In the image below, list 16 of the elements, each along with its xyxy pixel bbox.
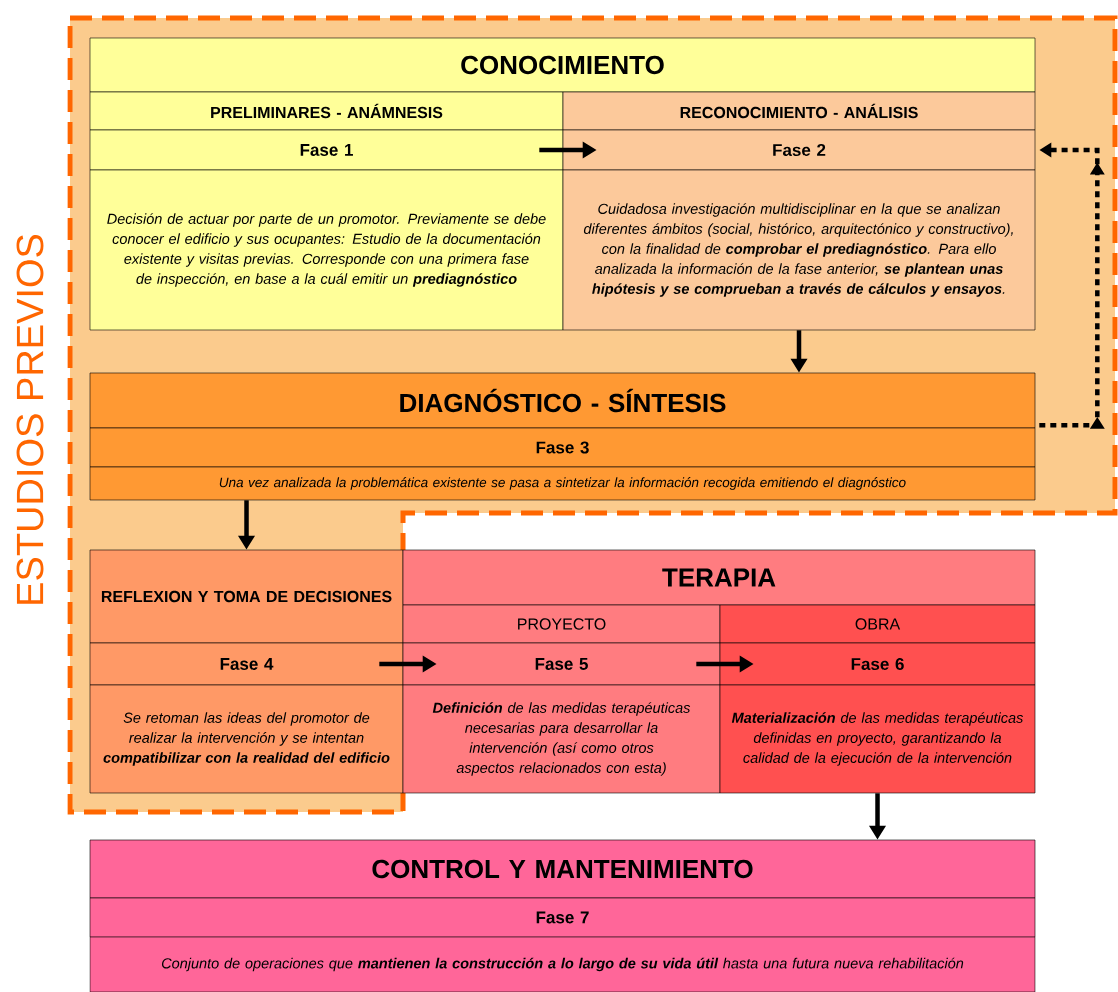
header-cell: DIAGNÓSTICO - SÍNTESIS — [89, 372, 1036, 429]
description-cell: Conjunto de operaciones que mantienen la construcción a lo largo de su vida útil hasta una futura nueva rehabilitación — [89, 936, 1036, 992]
phase-cell: Fase 7 — [89, 897, 1036, 938]
subheader-cell: PRELIMINARES - ANÁMNESIS — [89, 91, 564, 131]
subheader-cell: PROYECTO — [402, 604, 721, 644]
subheader-cell: RECONOCIMIENTO - ANÁLISIS — [562, 91, 1036, 131]
phase-cell: Fase 1 — [89, 129, 564, 171]
phase-cell: Fase 2 — [562, 129, 1036, 171]
header-cell: CONTROL Y MANTENIMIENTO — [89, 839, 1036, 899]
region-heading: ESTUDIOS PREVIOS — [16, 234, 44, 604]
phase-cell: Fase 3 — [89, 427, 1036, 468]
description-cell: Una vez analizada la problemática existente se pasa a sintetizar la información recogida emitiendo el diagnóstico — [89, 466, 1036, 501]
subheader-cell: OBRA — [719, 604, 1036, 644]
phase-cell: Fase 5 — [402, 642, 721, 686]
phase-cell: Fase 4 — [89, 642, 404, 686]
phase-cell: Fase 6 — [719, 642, 1036, 686]
